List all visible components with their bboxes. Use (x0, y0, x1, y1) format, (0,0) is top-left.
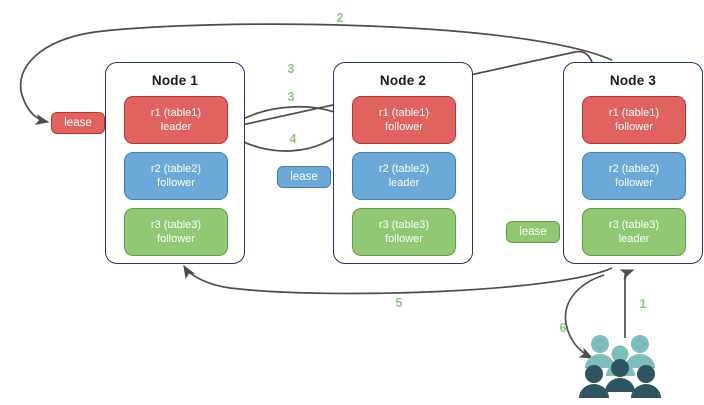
replica-name: r3 (table3) (378, 219, 430, 231)
step-label-5: 5 (395, 296, 403, 310)
replica-node3-r2[interactable]: r2 (table2) follower (582, 152, 686, 200)
replica-name: r2 (table2) (378, 163, 430, 175)
people-back-row (585, 335, 655, 376)
node-title: Node 2 (379, 73, 427, 88)
replica-name: r2 (table2) (608, 163, 660, 175)
node-container-node1: Node 1 r1 (table1) leader r2 (table2) fo… (105, 62, 245, 264)
replica-role: follower (385, 233, 423, 245)
replica-role: follower (615, 177, 653, 189)
step-label-2: 2 (336, 11, 344, 25)
replica-role: follower (157, 177, 195, 189)
lease-badge-red[interactable]: lease (51, 112, 105, 134)
replica-node2-r1[interactable]: r1 (table1) follower (352, 96, 456, 144)
people-front-row (579, 359, 661, 398)
replica-node1-r2[interactable]: r2 (table2) follower (124, 152, 228, 200)
node-container-node3: Node 3 r1 (table1) follower r2 (table2) … (563, 62, 703, 264)
replica-node1-r3[interactable]: r3 (table3) follower (124, 208, 228, 256)
arrow-step-6 (564, 274, 605, 359)
step-label-3a: 3 (287, 62, 295, 76)
replica-name: r1 (table1) (608, 107, 660, 119)
replica-role: follower (385, 121, 423, 133)
replica-role: leader (160, 121, 192, 133)
replica-node2-r2[interactable]: r2 (table2) leader (352, 152, 456, 200)
step-label-1: 1 (639, 297, 647, 311)
replica-role: leader (388, 177, 420, 189)
replica-node1-r1[interactable]: r1 (table1) leader (124, 96, 228, 144)
arrow-step-5 (183, 264, 613, 295)
step-label-3b: 3 (287, 90, 295, 104)
arrow-step-1 (619, 269, 635, 338)
replica-role: leader (618, 233, 650, 245)
replica-role: follower (157, 233, 195, 245)
node-title: Node 3 (609, 73, 657, 88)
replica-name: r2 (table2) (150, 163, 202, 175)
node-container-node2: Node 2 r1 (table1) follower r2 (table2) … (333, 62, 473, 264)
lease-badge-green[interactable]: lease (506, 221, 560, 243)
replica-name: r3 (table3) (150, 219, 202, 231)
replica-name: r1 (table1) (150, 107, 202, 119)
replica-name: r1 (table1) (378, 107, 430, 119)
step-label-4: 4 (289, 132, 297, 146)
replica-node3-r1[interactable]: r1 (table1) follower (582, 96, 686, 144)
replica-name: r3 (table3) (608, 219, 660, 231)
lease-badge-blue[interactable]: lease (277, 166, 331, 188)
replica-role: follower (615, 121, 653, 133)
replica-node2-r3[interactable]: r3 (table3) follower (352, 208, 456, 256)
node-title: Node 1 (151, 73, 199, 88)
step-label-6: 6 (559, 321, 567, 335)
replica-node3-r3[interactable]: r3 (table3) leader (582, 208, 686, 256)
